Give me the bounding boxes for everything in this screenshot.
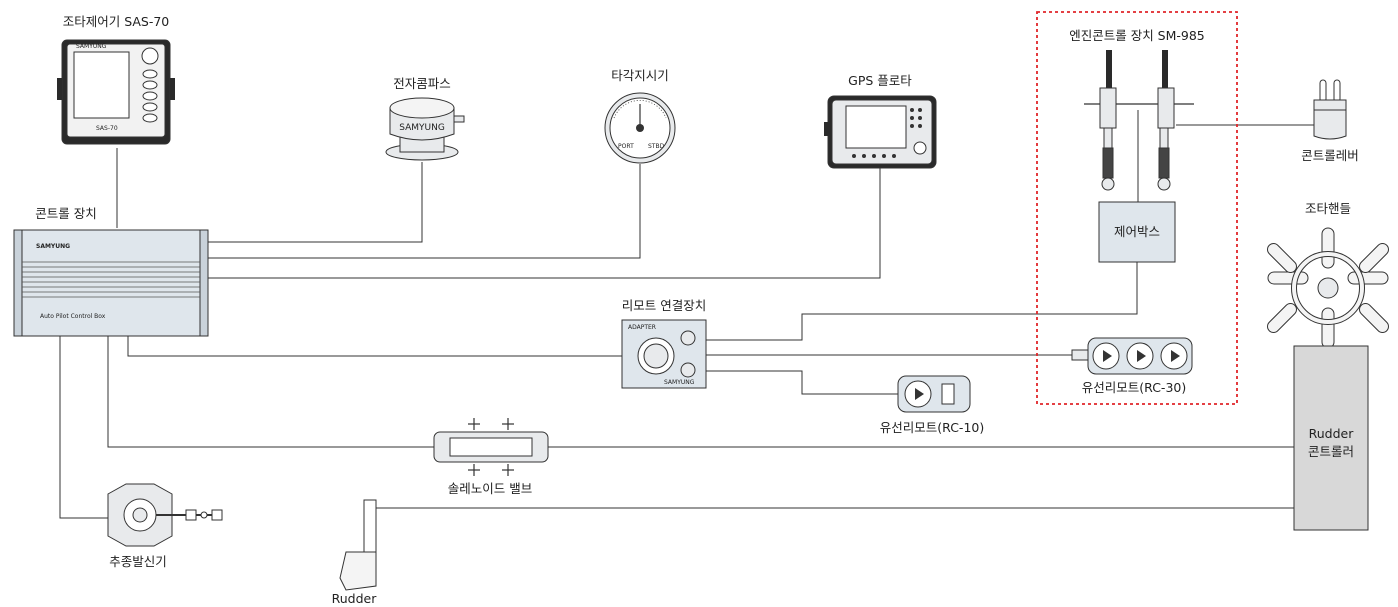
steering-controller-device: SAMYUNG SAS-70 [57, 39, 175, 145]
label-helm: 조타핸들 [1305, 201, 1351, 216]
remote-rc30-device [1071, 337, 1193, 375]
indicator-stbd-label: STBD [648, 143, 665, 150]
label-compass: 전자콤파스 [393, 76, 451, 91]
rudder-controller-box [1293, 345, 1369, 531]
wire-unit-to-compass [208, 162, 423, 243]
wire-unit-to-adapter [127, 336, 622, 357]
gps-plotter-device [824, 95, 937, 169]
label-gps-plotter: GPS 플로타 [848, 73, 912, 88]
remote-adapter-device: ADAPTER SAMYUNG [621, 319, 707, 389]
electronic-compass-device: SAMYUNG [385, 97, 465, 161]
feedback-unit-device [107, 483, 223, 547]
wire-unit-to-solenoid [107, 336, 434, 448]
solenoid-valve-device [433, 418, 549, 476]
label-control-lever: 콘트롤레버 [1301, 148, 1359, 163]
engine-control-device [1084, 50, 1194, 191]
control-unit-device: SAMYUNG Auto Pilot Control Box [13, 229, 209, 337]
indicator-port-label: PORT [618, 143, 634, 150]
compass-brand: SAMYUNG [399, 123, 445, 133]
wiring [59, 110, 1314, 519]
rudder-device [339, 499, 377, 591]
label-control-box: 제어박스 [1114, 224, 1160, 239]
label-engine-control: 엔진콘트롤 장치 SM-985 [1069, 28, 1205, 43]
label-remote-adapter: 리모트 연결장치 [622, 298, 706, 313]
wire-unit-to-feedback [59, 336, 108, 519]
control-lever-device [1313, 79, 1347, 140]
rudder-angle-indicator-device: PORT STBD [604, 92, 676, 164]
label-rudder-controller-line2: 콘트롤러 [1308, 444, 1354, 459]
adapter-brand: SAMYUNG [664, 379, 695, 386]
label-rudder: Rudder [332, 591, 378, 606]
wire-unit-to-gps [208, 168, 881, 279]
label-control-unit: 콘트롤 장치 [35, 206, 96, 221]
wire-unit-to-indicator [208, 164, 641, 259]
label-remote-rc30: 유선리모트(RC-30) [1082, 380, 1186, 395]
unit-name: Auto Pilot Control Box [40, 313, 106, 320]
label-rudder-indicator: 타각지시기 [611, 68, 669, 83]
engine-control-group-border [1036, 11, 1238, 405]
wire-adapter-to-controlbox [706, 262, 1138, 341]
control-box [1098, 201, 1176, 263]
labels: 조타제어기 SAS-70 전자콤파스 타각지시기 GPS 플로타 엔진콘트롤 장… [35, 14, 1359, 606]
label-solenoid: 솔레노이드 밸브 [448, 481, 532, 496]
wire-adapter-to-rc10 [706, 370, 898, 395]
label-rudder-controller-line1: Rudder [1309, 426, 1355, 441]
label-feedback: 추종발신기 [109, 554, 167, 569]
label-remote-rc10: 유선리모트(RC-10) [880, 420, 984, 435]
adapter-label: ADAPTER [628, 324, 656, 331]
label-steering-controller: 조타제어기 SAS-70 [63, 14, 170, 29]
remote-rc10-device [897, 375, 971, 413]
controller-brand: SAMYUNG [76, 43, 107, 50]
controller-model: SAS-70 [96, 125, 118, 132]
helm-wheel-device [1267, 227, 1389, 349]
unit-brand: SAMYUNG [36, 243, 70, 250]
